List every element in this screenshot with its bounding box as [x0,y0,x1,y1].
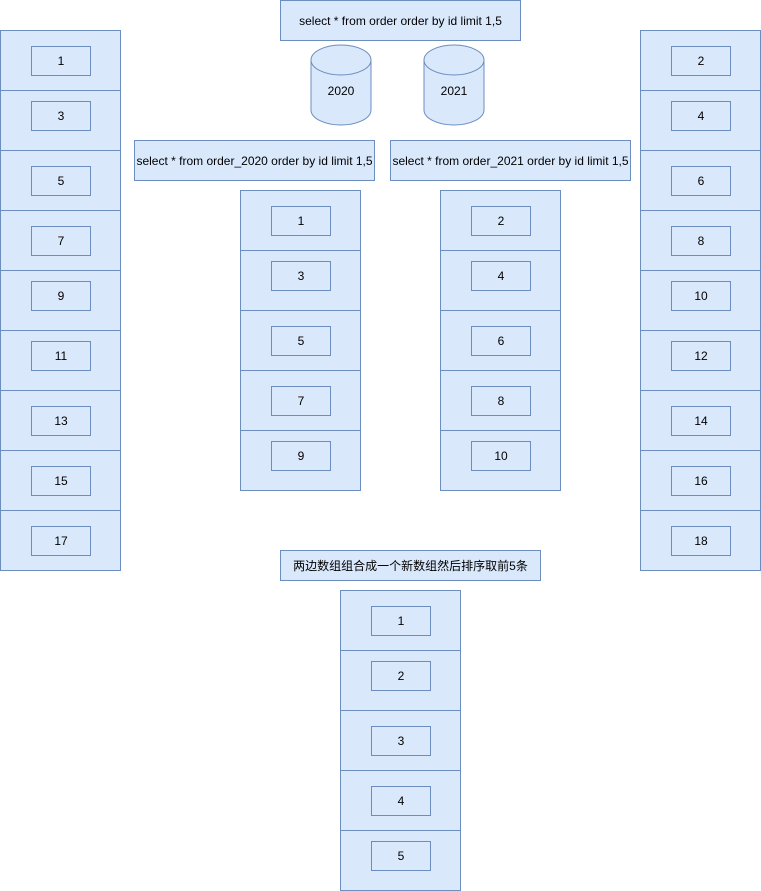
right-table: 2 4 6 8 10 12 14 16 18 [640,30,761,571]
table-cell: 4 [371,786,431,816]
shard-2020-results: 1 3 5 7 9 [240,190,361,491]
shard-2021-query-text: select * from order_2021 order by id lim… [392,153,629,168]
merge-note-box: 两边数组组合成一个新数组然后排序取前5条 [280,550,541,581]
table-cell: 10 [671,281,731,311]
table-row: 5 [341,831,460,891]
table-row: 4 [441,251,560,311]
table-row: 2 [441,191,560,251]
table-cell: 8 [671,226,731,256]
table-row: 9 [241,431,360,491]
table-cell: 1 [31,46,91,76]
table-row: 3 [241,251,360,311]
table-cell: 2 [371,661,431,691]
table-cell: 9 [271,441,331,471]
table-cell: 15 [31,466,91,496]
table-row: 1 [341,591,460,651]
table-cell: 1 [371,606,431,636]
top-query-box: select * from order order by id limit 1,… [280,0,521,41]
table-row: 3 [341,711,460,771]
table-row: 6 [441,311,560,371]
table-cell: 3 [31,101,91,131]
table-row: 7 [241,371,360,431]
table-cell: 13 [31,406,91,436]
table-cell: 3 [271,261,331,291]
table-cell: 9 [31,281,91,311]
table-row: 10 [441,431,560,491]
merged-results: 1 2 3 4 5 [340,590,461,891]
table-cell: 2 [671,46,731,76]
table-cell: 11 [31,341,91,371]
database-2020-label: 2020 [327,84,355,98]
table-row: 2 [341,651,460,711]
table-cell: 4 [471,261,531,291]
table-cell: 5 [271,326,331,356]
top-query-text: select * from order order by id limit 1,… [299,13,502,28]
table-cell: 2 [471,206,531,236]
table-row: 7 [1,211,120,271]
table-row: 6 [641,151,760,211]
table-row: 15 [1,451,120,511]
table-row: 16 [641,451,760,511]
shard-2021-query-box: select * from order_2021 order by id lim… [390,140,631,181]
database-2021-icon: 2021 [423,44,485,126]
database-2020-icon: 2020 [310,44,372,126]
shard-2020-query-text: select * from order_2020 order by id lim… [136,153,373,168]
cylinder-shape-2020 [310,44,372,126]
table-cell: 5 [371,841,431,871]
table-row: 4 [341,771,460,831]
table-cell: 6 [471,326,531,356]
table-row: 11 [1,331,120,391]
shard-2021-results: 2 4 6 8 10 [440,190,561,491]
merge-note-text: 两边数组组合成一个新数组然后排序取前5条 [293,559,528,573]
database-2021-label: 2021 [440,84,468,98]
left-table: 1 3 5 7 9 11 13 15 17 [0,30,121,571]
table-cell: 6 [671,166,731,196]
table-row: 13 [1,391,120,451]
table-cell: 17 [31,526,91,556]
table-row: 5 [241,311,360,371]
table-row: 10 [641,271,760,331]
table-cell: 8 [471,386,531,416]
table-cell: 7 [31,226,91,256]
table-row: 14 [641,391,760,451]
table-row: 9 [1,271,120,331]
table-row: 1 [241,191,360,251]
table-cell: 12 [671,341,731,371]
table-cell: 4 [671,101,731,131]
cylinder-shape-2021 [423,44,485,126]
table-row: 8 [441,371,560,431]
table-row: 17 [1,511,120,571]
table-cell: 5 [31,166,91,196]
table-cell: 7 [271,386,331,416]
table-row: 12 [641,331,760,391]
table-row: 3 [1,91,120,151]
shard-2020-query-box: select * from order_2020 order by id lim… [134,140,375,181]
table-cell: 10 [471,441,531,471]
table-row: 18 [641,511,760,571]
table-cell: 1 [271,206,331,236]
table-cell: 16 [671,466,731,496]
table-row: 2 [641,31,760,91]
table-row: 8 [641,211,760,271]
table-cell: 14 [671,406,731,436]
table-cell: 3 [371,726,431,756]
table-cell: 18 [671,526,731,556]
table-row: 1 [1,31,120,91]
table-row: 4 [641,91,760,151]
table-row: 5 [1,151,120,211]
